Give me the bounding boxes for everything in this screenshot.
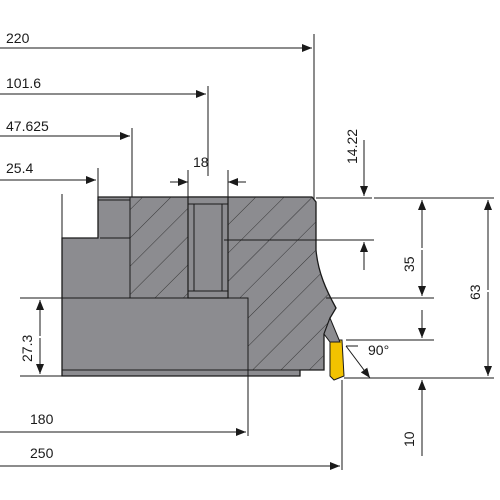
dim-63: 63 (467, 284, 483, 300)
dim-18: 18 (193, 154, 209, 170)
center-bore (187, 196, 229, 299)
cutting-insert (329, 339, 345, 381)
dim-25-4: 25.4 (6, 160, 33, 176)
dim-27-3: 27.3 (19, 335, 35, 362)
dim-101-6: 101.6 (6, 75, 41, 91)
insert-clamp (323, 316, 341, 343)
dim-180: 180 (30, 411, 54, 427)
dim-35: 35 (401, 256, 417, 272)
dim-220: 220 (6, 30, 30, 46)
dim-47-625: 47.625 (6, 118, 49, 134)
dim-10: 10 (401, 431, 417, 447)
dim-250: 250 (30, 445, 54, 461)
dim-90-deg: 90° (368, 342, 389, 358)
angle-arrow (345, 345, 371, 379)
dim-14-22: 14.22 (344, 129, 360, 164)
